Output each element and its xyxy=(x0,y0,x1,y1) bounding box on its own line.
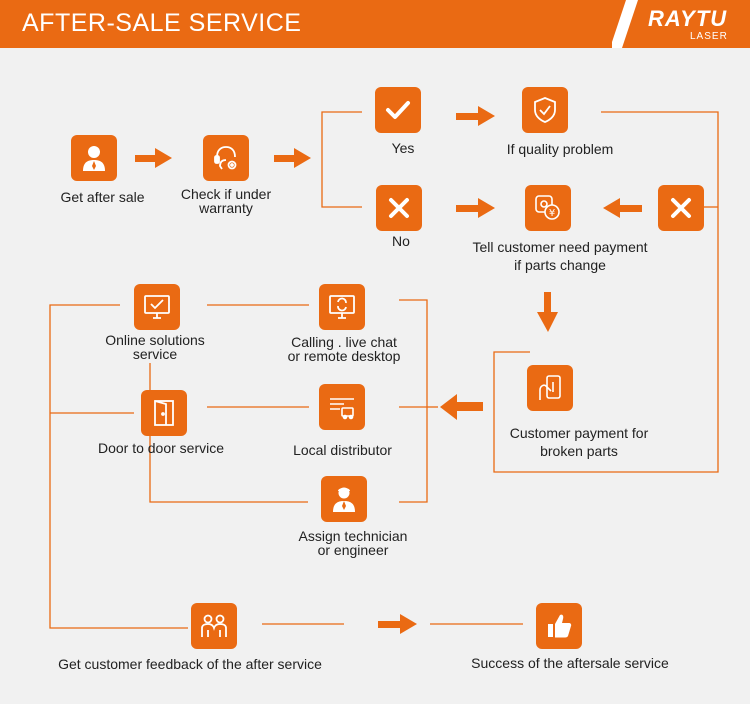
local-distributor-label: Local distributor xyxy=(293,442,392,458)
page-title: AFTER-SALE SERVICE xyxy=(22,9,302,37)
thumbs-up-icon xyxy=(536,603,582,649)
quality-problem-label: If quality problem xyxy=(506,141,614,157)
arrow-6 xyxy=(537,292,558,332)
brand-logo-sub: LASER xyxy=(690,31,728,42)
success-label: Success of the aftersale service xyxy=(471,655,669,671)
left-main-line xyxy=(49,304,188,629)
user-icon xyxy=(71,135,117,181)
get-after-sale-label: Get after sale xyxy=(60,189,145,205)
monitor-check-icon xyxy=(134,284,180,330)
payment-needed-label-2: if parts change xyxy=(514,257,606,273)
payment-needed-label-1: Tell customer need payment xyxy=(472,239,648,255)
engineer-icon xyxy=(321,476,367,522)
technician-label-1: Assign technician xyxy=(298,528,408,544)
quality-loop-line xyxy=(493,111,719,473)
check-icon xyxy=(375,87,421,133)
card-hand-icon xyxy=(527,365,573,411)
door-service-label: Door to door service xyxy=(97,440,225,456)
svg-text:¥: ¥ xyxy=(549,208,555,219)
payment-icon: ¥ xyxy=(525,185,571,231)
arrow-8 xyxy=(378,614,417,634)
brand-logo: RAYTU xyxy=(648,6,728,31)
headset-gear-icon xyxy=(203,135,249,181)
online-solutions-label-1: Online solutions xyxy=(105,332,205,348)
technician-label-2: or engineer xyxy=(317,542,389,558)
calling-label-1: Calling . live chat xyxy=(291,334,397,350)
yes-label: Yes xyxy=(391,140,415,156)
logo-panel xyxy=(612,0,750,48)
feedback-label: Get customer feedback of the after servi… xyxy=(58,656,322,672)
door-technician-line xyxy=(149,431,308,503)
arrow-3 xyxy=(456,106,495,126)
online-solutions-label-2: service xyxy=(132,346,178,362)
x-icon xyxy=(658,185,704,231)
check-warranty-label-2: warranty xyxy=(199,200,253,216)
calling-label-2: or remote desktop xyxy=(287,348,401,364)
customer-payment-label-1: Customer payment for xyxy=(509,425,649,441)
door-icon xyxy=(141,390,187,436)
arrow-4 xyxy=(456,198,495,218)
x-icon xyxy=(376,185,422,231)
no-label: No xyxy=(392,233,410,249)
truck-box-icon xyxy=(319,384,365,430)
yes-no-bracket xyxy=(321,111,362,208)
right-service-bracket xyxy=(399,299,428,503)
monitor-sync-icon xyxy=(319,284,365,330)
shield-check-icon xyxy=(522,87,568,133)
customer-payment-label-2: broken parts xyxy=(540,443,618,459)
people-icon xyxy=(191,603,237,649)
arrow-5 xyxy=(603,198,642,218)
check-warranty-label-1: Check if under xyxy=(180,186,272,202)
arrow-7 xyxy=(440,394,483,420)
arrow-1 xyxy=(135,148,172,168)
arrow-2 xyxy=(274,148,311,168)
